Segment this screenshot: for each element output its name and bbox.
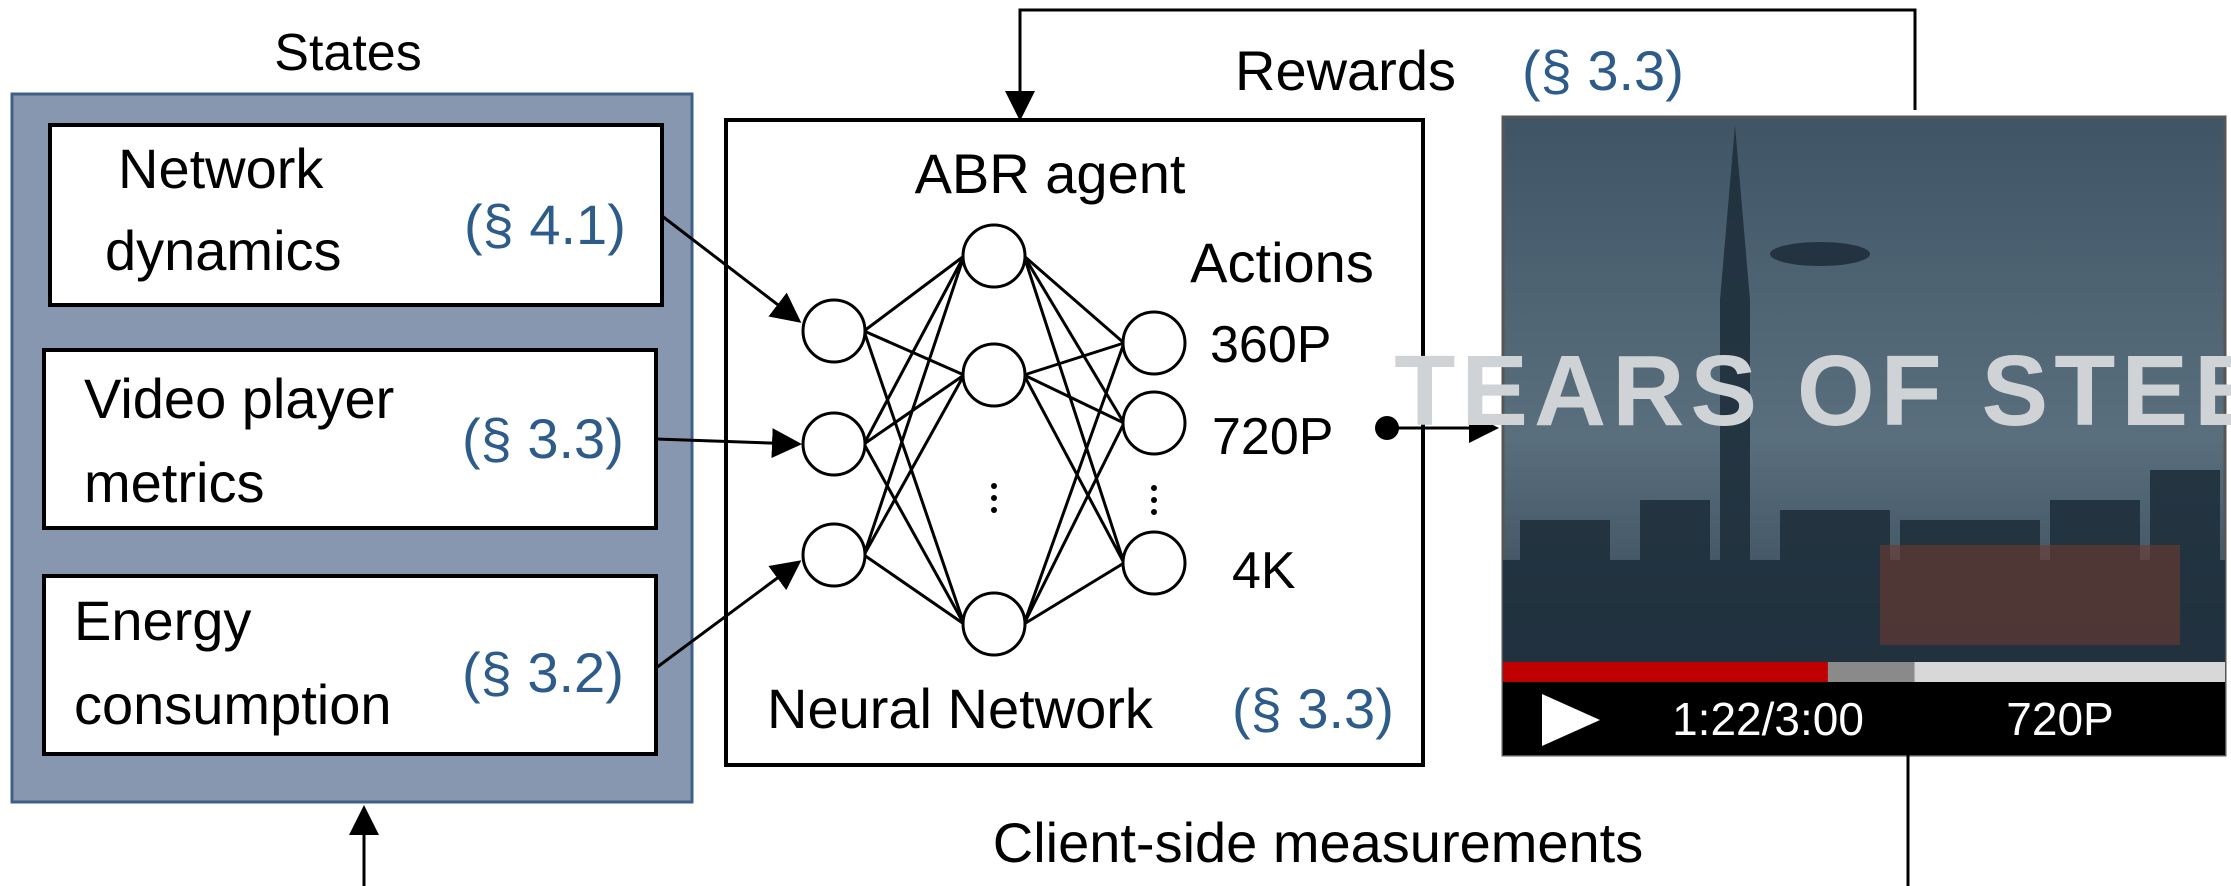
state-ref: (§ 4.1) — [464, 193, 626, 256]
nn-edge — [1023, 373, 1125, 425]
nn-edge — [862, 255, 966, 445]
nn-edge — [863, 254, 965, 333]
output-node — [1121, 530, 1187, 596]
video-metrics-arrow — [655, 428, 802, 459]
state-label-line2: consumption — [74, 673, 392, 736]
nn-edge — [1023, 341, 1125, 377]
input-node — [801, 298, 867, 364]
hidden-node — [961, 591, 1027, 657]
state-energy-consumption: Energy consumption (§ 3.2) — [42, 574, 658, 756]
video-title-text: TEARS OF STEEL — [1394, 335, 2231, 447]
nn-edge — [1023, 561, 1125, 626]
state-ref: (§ 3.2) — [462, 641, 624, 704]
nn-label: Neural Network — [767, 677, 1154, 740]
state-label-line2: dynamics — [105, 219, 342, 282]
progress-bar — [1503, 662, 1828, 682]
nn-edge — [862, 443, 966, 625]
input-node — [801, 411, 867, 477]
nn-nodes — [801, 223, 1187, 657]
states-title: States — [274, 24, 421, 82]
action-720p: 720P — [1212, 408, 1333, 466]
nn-edge — [1022, 255, 1126, 424]
state-video-player-metrics: Video player metrics (§ 3.3) — [42, 348, 658, 530]
network-dynamics-arrow — [661, 214, 802, 323]
hidden-node — [961, 342, 1027, 408]
action-360p: 360P — [1210, 316, 1331, 374]
nn-ellipsis — [991, 483, 1157, 515]
nn-edge — [863, 553, 965, 626]
input-node — [801, 522, 867, 588]
nn-edge — [1022, 422, 1126, 625]
nn-edge — [862, 374, 966, 556]
nn-edge — [1022, 255, 1126, 564]
nn-edge — [862, 330, 966, 625]
quality-display[interactable]: 720P — [2006, 693, 2113, 745]
agent-title: ABR agent — [915, 142, 1186, 205]
time-display: 1:22/3:00 — [1672, 693, 1864, 745]
energy-arrow — [655, 560, 802, 670]
nn-edge — [1022, 374, 1126, 564]
rewards-ref: (§ 3.3) — [1522, 39, 1684, 102]
nn-edge — [862, 255, 966, 556]
action-4k: 4K — [1232, 542, 1296, 600]
state-label-line1: Network — [118, 137, 324, 200]
rewards-label: Rewards — [1235, 39, 1456, 102]
nn-edges — [862, 254, 1126, 626]
roof — [1880, 545, 2180, 645]
video-player: TEARS OF STEEL 1:22/3:00 720P — [1394, 115, 2231, 757]
nn-ref: (§ 3.3) — [1232, 677, 1394, 740]
play-icon[interactable] — [1542, 694, 1600, 746]
state-label-line1: Energy — [74, 589, 251, 652]
nn-edge — [1022, 342, 1126, 625]
hidden-node — [961, 223, 1027, 289]
output-node — [1121, 310, 1187, 376]
rewards-arrow — [1005, 8, 1917, 121]
actions-label: Actions — [1190, 231, 1374, 294]
state-label-line1: Video player — [84, 367, 394, 430]
state-label-line2: metrics — [84, 451, 264, 514]
state-arrows — [655, 214, 802, 670]
measurements-label: Client-side measurements — [993, 811, 1643, 874]
state-ref: (§ 3.3) — [462, 407, 624, 470]
state-network-dynamics: Network dynamics (§ 4.1) — [48, 123, 664, 307]
control-bar — [1503, 682, 2225, 755]
rewards-loop — [1005, 8, 1917, 121]
output-node — [1121, 390, 1187, 456]
nn-edge — [1023, 254, 1125, 345]
